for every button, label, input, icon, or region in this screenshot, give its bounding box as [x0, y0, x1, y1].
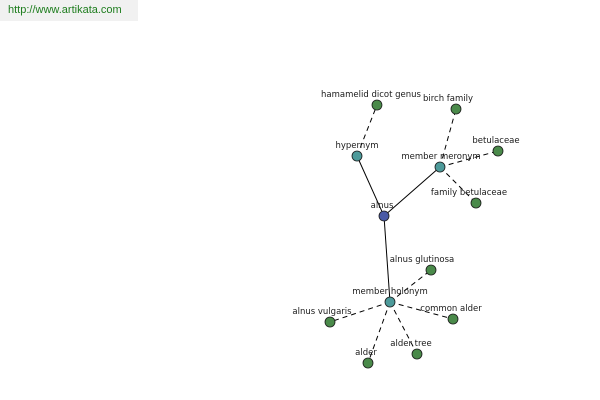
- node-alder[interactable]: [362, 357, 374, 369]
- url-bar: http://www.artikata.com: [0, 0, 138, 21]
- node-hamamelid-dicot-genus[interactable]: [371, 99, 383, 111]
- edge-hypernym-to-hamamelid-dicot-genus: [356, 104, 378, 157]
- edge-member-holonym-to-common-alder: [389, 301, 454, 320]
- edge-member-holonym-to-alder-tree: [389, 301, 418, 355]
- label-common-alder: common alder: [420, 304, 482, 314]
- label-alder-tree: alder tree: [390, 339, 432, 349]
- label-birch-family: birch family: [423, 94, 473, 104]
- site-url-link[interactable]: http://www.artikata.com: [8, 4, 122, 16]
- label-alnus-glutinosa: alnus glutinosa: [390, 255, 455, 265]
- label-member-holonym: member holonym: [352, 287, 427, 297]
- label-member-meronym: member meronym: [401, 152, 480, 162]
- label-hypernym: hypernym: [335, 141, 378, 151]
- node-alnus-vulgaris[interactable]: [324, 316, 336, 328]
- edge-member-meronym-to-betulaceae: [439, 150, 499, 168]
- node-alnus-glutinosa[interactable]: [425, 264, 437, 276]
- node-alder-tree[interactable]: [411, 348, 423, 360]
- edge-alnus-to-member-holonym: [383, 215, 391, 303]
- node-common-alder[interactable]: [447, 313, 459, 325]
- edge-member-holonym-to-alnus-vulgaris: [329, 301, 391, 323]
- edge-member-holonym-to-alnus-glutinosa: [389, 269, 432, 303]
- edge-member-meronym-to-birch-family: [439, 108, 457, 168]
- edge-member-holonym-to-alder: [367, 301, 391, 364]
- label-family-betulaceae: family betulaceae: [431, 188, 507, 198]
- node-birch-family[interactable]: [450, 103, 462, 115]
- graph-labels: alnus hypernym member meronym member holony…: [292, 90, 519, 358]
- edge-alnus-to-member-meronym: [383, 166, 441, 217]
- edge-alnus-to-hypernym: [356, 155, 385, 217]
- node-member-meronym[interactable]: [434, 161, 446, 173]
- label-hamamelid-dicot-genus: hamamelid dicot genus: [321, 90, 421, 100]
- label-alnus-vulgaris: alnus vulgaris: [292, 307, 352, 317]
- graph-nodes: [324, 99, 504, 369]
- label-betulaceae: betulaceae: [472, 136, 519, 146]
- label-alnus: alnus: [371, 201, 394, 211]
- node-betulaceae[interactable]: [492, 145, 504, 157]
- node-member-holonym[interactable]: [384, 296, 396, 308]
- label-alder: alder: [355, 348, 377, 358]
- node-family-betulaceae[interactable]: [470, 197, 482, 209]
- node-hypernym[interactable]: [351, 150, 363, 162]
- graph-edges: [329, 104, 499, 364]
- node-alnus[interactable]: [378, 210, 390, 222]
